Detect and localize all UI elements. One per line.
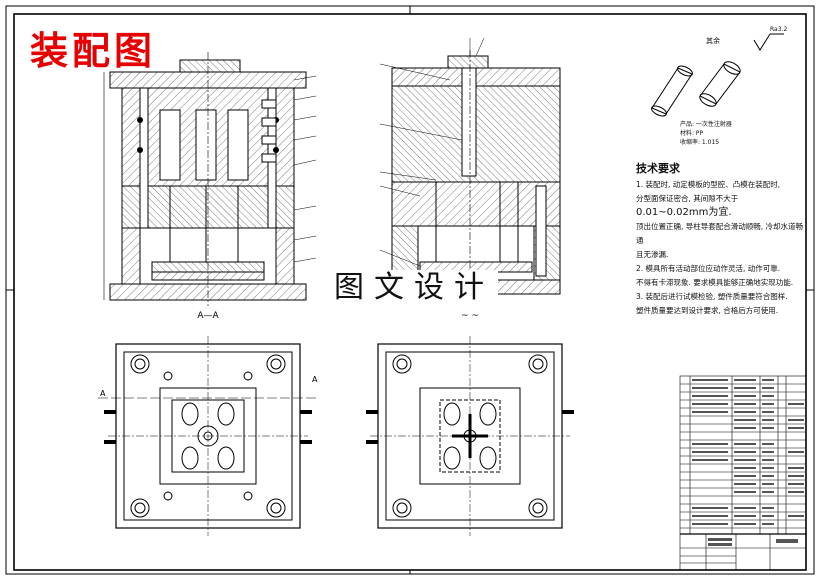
product-sketch — [651, 33, 784, 117]
part-info-product: 产品: 一次性注射器 — [680, 121, 732, 128]
part-info-shrinkage: 收缩率: 1.015 — [680, 139, 720, 146]
plan-marker-left: A — [100, 389, 106, 398]
watermark-text: 图文设计 — [330, 270, 498, 306]
section-view-a — [103, 52, 317, 306]
part-info: 产品: 一次性注射器 材料: PP 收缩率: 1.015 — [680, 120, 732, 147]
tech-req-line: 不得有卡滞现象. 要求模具能够正确地实现功能. — [636, 278, 794, 287]
tech-req-line: 分型面保证密合, 其间隙不大于 — [636, 194, 739, 203]
roughness-value: Ra3.2 — [770, 26, 788, 33]
tech-req-line: 顶出位置正确, 导柱导套配合滑动顺畅, 冷却水道畅通 — [636, 222, 804, 245]
section-a-label: A—A — [197, 311, 219, 321]
tech-req-line: 1. 装配时, 动定模板的型腔、凸模在装配时, — [636, 180, 781, 189]
tech-requirements-list: 1. 装配时, 动定模板的型腔、凸模在装配时, 分型面保证密合, 其间隙不大于 … — [636, 178, 804, 318]
tech-req-line: 0.01~0.02mm为宜. — [636, 207, 732, 218]
tech-req-line: 2. 模具所有活动部位应动作灵活, 动作可靠. — [636, 264, 781, 273]
plan-view-moving-half — [366, 336, 574, 536]
drawing-title: 装配图 — [30, 29, 157, 73]
tech-req-line: 塑件质量要达到设计要求, 合格后方可使用. — [636, 306, 779, 315]
section-b-label: ~ ~ — [461, 311, 479, 321]
tech-req-line: 3. 装配后进行试模检验, 塑件质量要符合图样. — [636, 292, 788, 301]
plan-view-fixed-half — [98, 336, 318, 536]
tech-requirements-heading: 技术要求 — [636, 162, 680, 175]
plan-marker-right: A — [312, 375, 318, 384]
parts-list — [679, 375, 807, 571]
section-view-b — [379, 37, 561, 300]
tech-req-line: 且无渗漏. — [636, 250, 669, 259]
part-info-material: 材料: PP — [680, 130, 704, 137]
roughness-label: 其余 — [706, 37, 720, 45]
parts-list-text-marks — [692, 379, 804, 546]
